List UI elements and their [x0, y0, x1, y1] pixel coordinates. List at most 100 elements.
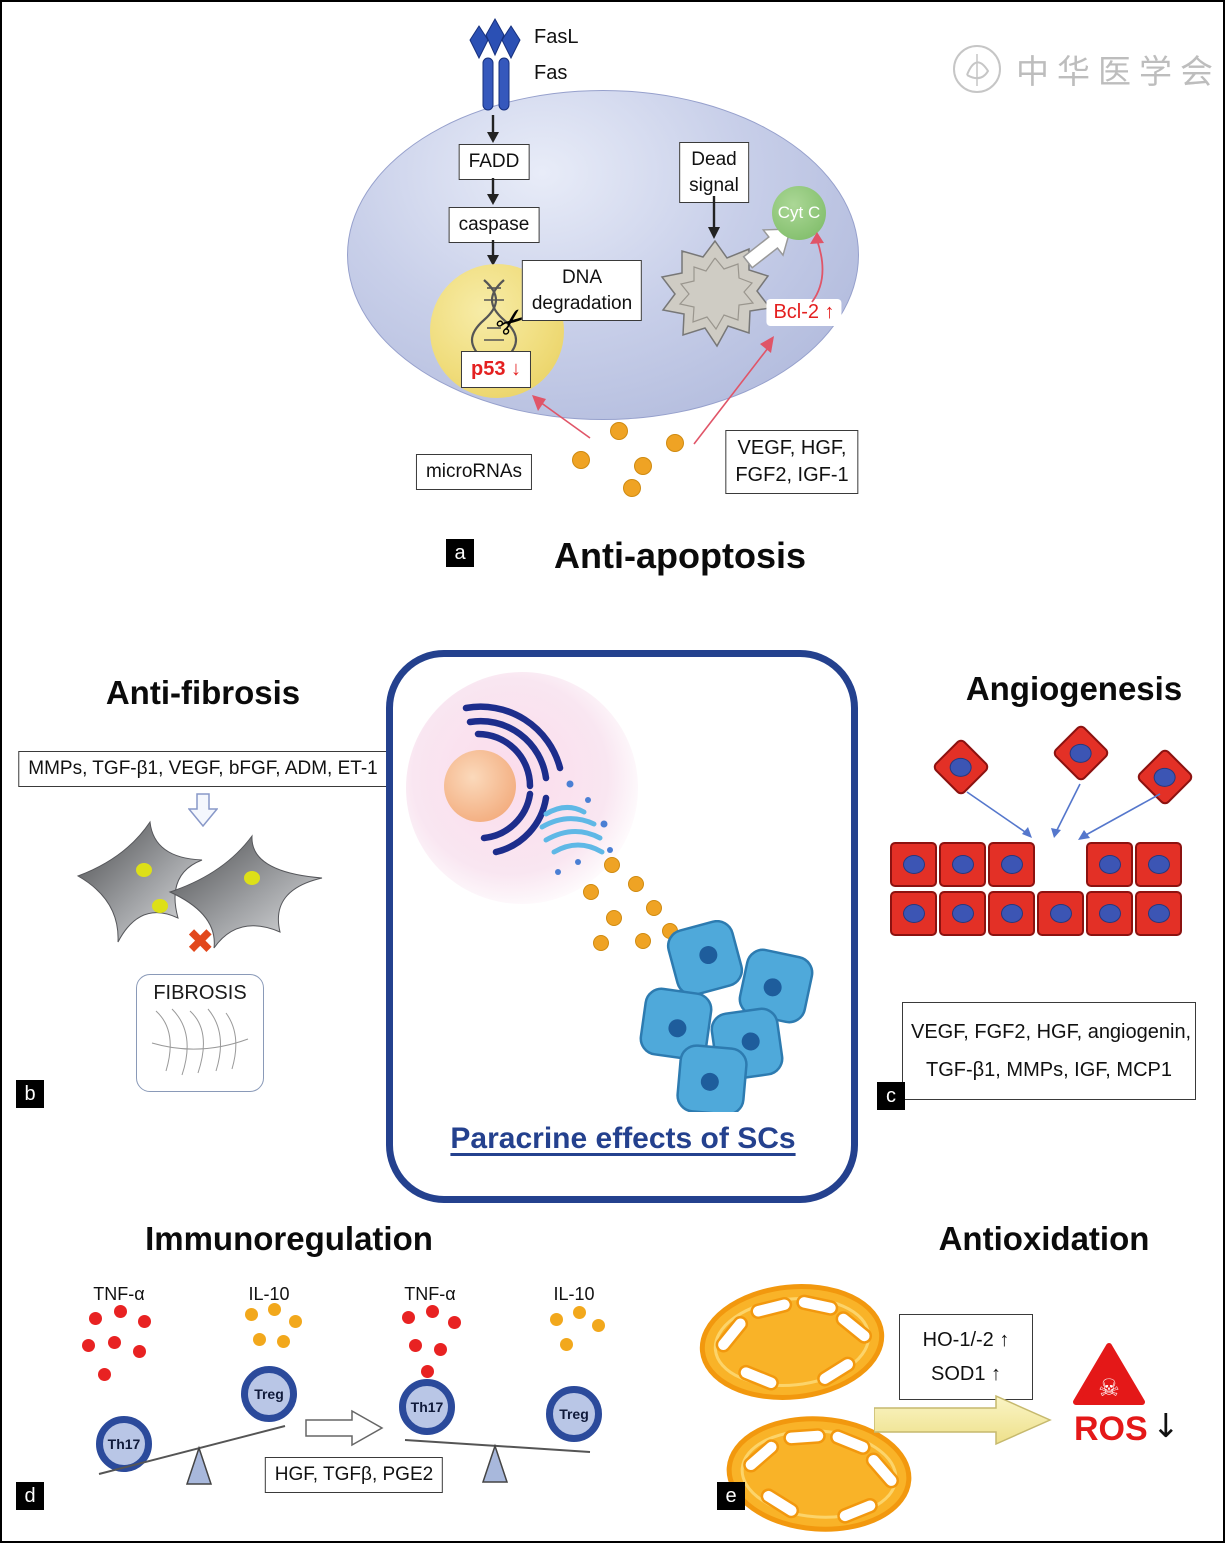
arrow-down-icon	[487, 115, 499, 143]
balance-scale-icon	[98, 1425, 286, 1485]
hollow-down-arrow-icon	[188, 793, 218, 827]
secreted-factor-dot	[666, 434, 684, 452]
watermark-emblem-icon	[953, 45, 1001, 93]
cytokine-dot	[434, 1343, 447, 1356]
panel-b-tag: b	[16, 1080, 44, 1108]
hollow-right-arrow-icon	[305, 1409, 384, 1447]
fibrosis-fibers-icon	[151, 1008, 249, 1076]
panel-d-tag: d	[16, 1482, 44, 1510]
treg-label: Treg	[254, 1386, 284, 1402]
stem-cell-illustration	[406, 672, 638, 904]
secreted-factor-dot	[635, 933, 651, 949]
th17-label: Th17	[107, 1436, 141, 1452]
fibroblast-cells-illustration	[76, 820, 323, 949]
secreted-factor-dot	[628, 876, 644, 892]
vessel-cell	[988, 891, 1035, 936]
secreted-factor-dot	[646, 900, 662, 916]
tnf-label: TNF-α	[93, 1284, 145, 1304]
panel-e-tag: e	[717, 1482, 745, 1510]
cytokine-dot	[409, 1339, 422, 1352]
dead-signal-line1: Dead	[691, 149, 737, 170]
secreted-factor-dot	[606, 910, 622, 926]
vessel-cell	[1037, 891, 1084, 936]
mediators-box: HGF, TGFβ, PGE2	[264, 1457, 444, 1493]
cytokine-dot	[426, 1305, 439, 1318]
ros-label: ROS	[1074, 1410, 1148, 1448]
cytokine-dot	[268, 1303, 281, 1316]
vessel-cell	[1086, 842, 1133, 887]
signal-arrow-icon	[693, 336, 774, 445]
growth-factors-line1: VEGF, HGF,	[737, 437, 847, 459]
panel-d-title: Immunoregulation	[145, 1220, 433, 1257]
cell-nucleus	[1098, 855, 1121, 874]
panel-c-title: Angiogenesis	[965, 670, 1183, 707]
center-title: Paracrine effects of SCs	[450, 1122, 796, 1155]
treg-cell: Treg	[546, 1386, 602, 1442]
cytokine-dot	[560, 1338, 573, 1351]
vessel-cell	[988, 842, 1035, 887]
secreted-factor-dot	[593, 935, 609, 951]
th17-cell: Th17	[96, 1416, 152, 1472]
release-arrow-icon	[742, 228, 792, 269]
big-yellow-arrow-icon	[874, 1394, 1052, 1446]
vessel-cell	[1135, 891, 1182, 936]
cytokine-dot	[89, 1312, 102, 1325]
il10-label: IL-10	[553, 1284, 595, 1304]
cytokine-dot	[138, 1315, 151, 1328]
cell-nucleus	[951, 904, 974, 923]
secreted-factor-dot	[610, 422, 628, 440]
fibrosis-box: FIBROSIS	[136, 974, 264, 1092]
cell-nucleus	[950, 757, 972, 777]
hazard-triangle-icon: ☠	[1073, 1343, 1145, 1405]
arrow-down-icon	[708, 196, 720, 239]
skull-icon: ☠	[1098, 1374, 1120, 1402]
cell-nucleus	[951, 855, 974, 874]
panel-a-title: Anti-apoptosis	[554, 535, 806, 576]
balance-scale-icon	[404, 1439, 591, 1483]
ros-decrease-arrow: ↓	[1152, 1406, 1180, 1445]
cytokine-dot	[114, 1305, 127, 1318]
damaged-mitochondrion-icon	[660, 239, 772, 348]
secreted-factor-dot	[634, 457, 652, 475]
th17-cell: Th17	[399, 1379, 455, 1435]
arrow-down-icon	[487, 240, 499, 266]
p53-box: p53 ↓	[460, 351, 532, 388]
panel-b-title: Anti-fibrosis	[105, 674, 301, 711]
dna-helix-icon	[470, 279, 518, 361]
vessel-cell	[890, 842, 937, 887]
ho1-label: HO-1/-2 ↑	[922, 1329, 1010, 1351]
micrornas-box: microRNAs	[415, 454, 533, 490]
cytokine-dot	[289, 1315, 302, 1328]
antioxidant-enzymes-box: HO-1/-2 ↑ SOD1 ↑	[899, 1314, 1033, 1400]
cell-nucleus	[1000, 855, 1023, 874]
sod1-label: SOD1 ↑	[930, 1363, 1002, 1385]
cell-nucleus	[1000, 904, 1023, 923]
treg-cell: Treg	[241, 1366, 297, 1422]
vessel-cell	[890, 891, 937, 936]
dead-signal-line2: signal	[689, 174, 739, 196]
fasl-label: FasL	[534, 26, 579, 48]
vessel-cell	[939, 842, 986, 887]
panel-e-title: Antioxidation	[938, 1220, 1150, 1257]
cell-nucleus	[1147, 855, 1170, 874]
dna-degradation-box: DNA degradation	[521, 260, 643, 322]
cyt-c-circle: Cyt C	[772, 186, 826, 240]
angiogenesis-factors-box: VEGF, FGF2, HGF, angiogenin, TGF-β1, MMP…	[902, 1002, 1196, 1100]
cytokine-dot	[550, 1313, 563, 1326]
th17-label: Th17	[410, 1399, 444, 1415]
cell-nucleus	[1049, 904, 1072, 923]
cell-nucleus	[902, 855, 925, 874]
cytokine-dot	[573, 1306, 586, 1319]
panel-a-tag: a	[446, 539, 474, 567]
cytokine-dot	[82, 1339, 95, 1352]
recruitment-arrows-icon	[966, 783, 1161, 840]
fas-label: Fas	[534, 62, 568, 84]
cytokine-dot	[245, 1308, 258, 1321]
fibrosis-label: FIBROSIS	[153, 982, 247, 1004]
vessel-cell	[1086, 891, 1133, 936]
arrow-down-icon	[487, 178, 499, 205]
secreted-factor-dot	[604, 857, 620, 873]
watermark: 中华医学会	[950, 42, 1221, 96]
secreted-factor-dot	[623, 479, 641, 497]
